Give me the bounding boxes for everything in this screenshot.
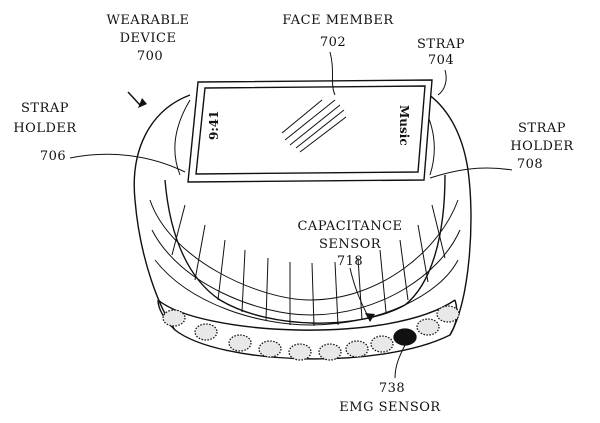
svg-text:702: 702 [320,35,346,50]
svg-text:STRAP: STRAP [21,101,69,116]
svg-text:708: 708 [517,157,543,172]
emg-electrode [436,305,460,323]
label-strap: STRAP 704 [417,37,465,68]
svg-text:CAPACITANCE: CAPACITANCE [297,219,402,234]
emg-electrode [345,340,369,358]
svg-text:WEARABLE: WEARABLE [106,13,189,28]
svg-text:706: 706 [40,149,66,164]
emg-electrode [228,334,252,352]
svg-text:STRAP: STRAP [417,37,465,52]
leader-lines [69,51,513,379]
emg-electrode [194,323,218,341]
svg-text:HOLDER: HOLDER [510,139,574,154]
svg-text:738: 738 [379,381,405,396]
label-strap-holder-right: STRAP HOLDER 708 [510,121,574,172]
svg-text:SENSOR: SENSOR [319,237,382,252]
svg-text:EMG SENSOR: EMG SENSOR [339,400,441,415]
emg-electrode [393,328,417,346]
svg-text:HOLDER: HOLDER [13,121,77,136]
screen-app-label: Music [397,105,411,146]
emg-sensor-electrodes [162,305,460,361]
svg-text:718: 718 [337,254,363,269]
svg-text:704: 704 [428,53,454,68]
label-strap-holder-left: STRAP HOLDER 706 [13,101,77,164]
arrow-icon [365,313,375,322]
svg-text:DEVICE: DEVICE [120,31,177,46]
label-face-member: FACE MEMBER 702 [282,13,394,50]
capacitance-grid [149,199,461,327]
screen-glare [281,99,347,153]
label-emg-sensor: 738 EMG SENSOR [339,381,441,415]
emg-electrode [416,318,440,336]
emg-electrode [258,340,282,358]
svg-text:700: 700 [137,49,163,64]
emg-electrode [162,309,186,327]
screen-time: 9:41 [207,111,221,140]
face-member: 9:41 Music [187,79,433,183]
label-wearable-device: WEARABLE DEVICE 700 [106,13,189,64]
emg-electrode [288,343,312,361]
label-capacitance-sensor: CAPACITANCE SENSOR 718 [297,219,402,269]
svg-text:FACE MEMBER: FACE MEMBER [282,13,394,28]
arrow-icon [138,98,147,108]
svg-text:STRAP: STRAP [518,121,566,136]
emg-electrode [318,343,342,361]
emg-electrode [370,335,394,353]
